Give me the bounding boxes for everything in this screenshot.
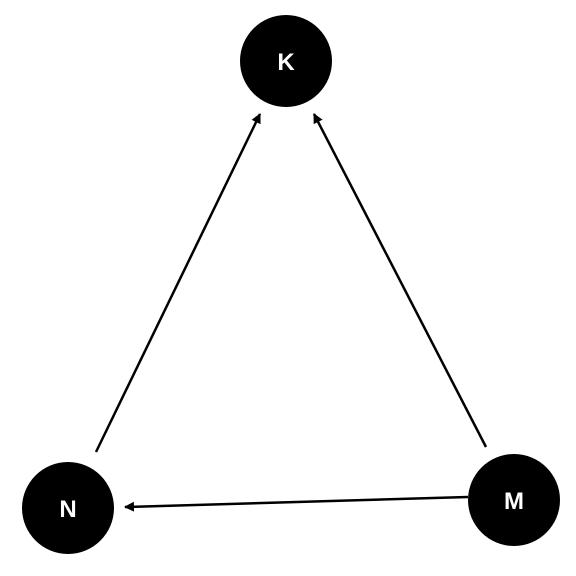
- node-m: M: [468, 454, 560, 546]
- node-k-circle: [240, 15, 332, 107]
- edge-m-to-k: [312, 113, 488, 448]
- node-n-label: N: [59, 496, 76, 523]
- node-k: K: [240, 15, 332, 107]
- node-m-label: M: [504, 488, 524, 515]
- edge-n-to-k: [94, 113, 262, 453]
- node-k-label: K: [277, 49, 295, 76]
- node-n: N: [22, 462, 114, 554]
- node-n-circle: [22, 462, 114, 554]
- node-m-circle: [468, 454, 560, 546]
- edge-m-to-n: [124, 495, 469, 512]
- edges-group: [94, 113, 488, 512]
